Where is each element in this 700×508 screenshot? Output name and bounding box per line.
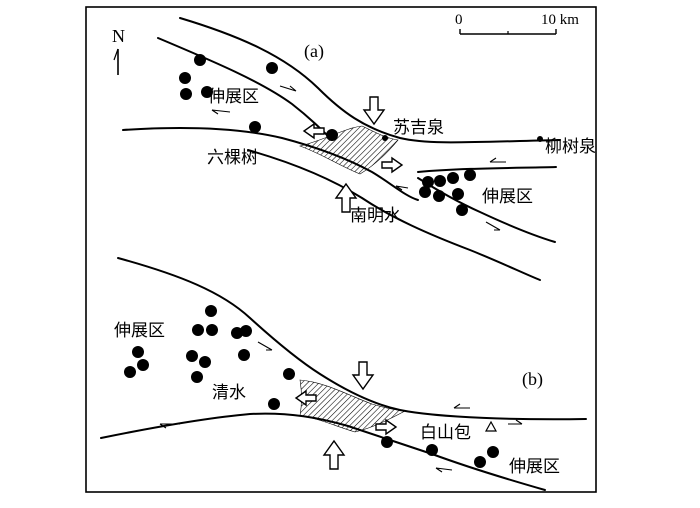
- dot-a-right-5: [419, 186, 431, 198]
- shear-arrow-b-1: [257, 341, 273, 351]
- dot-b-left-12: [238, 349, 250, 361]
- spring-marker-sujiquan: [382, 135, 388, 141]
- north-arrow: N: [112, 26, 125, 75]
- label-a-extension-right: 伸展区: [482, 187, 533, 207]
- dot-a-left-2: [179, 72, 191, 84]
- spring-marker-liushuquan: [537, 136, 543, 142]
- dot-a-right-4: [464, 169, 476, 181]
- hollow-arrow-b-right: [375, 418, 398, 436]
- label-a-liushuquan: 柳树泉: [545, 137, 596, 157]
- shear-arrow-b-4: [508, 419, 523, 425]
- dot-b-right-1: [381, 436, 393, 448]
- dot-a-right-6: [433, 190, 445, 202]
- fault-a-east-branch: [417, 166, 557, 173]
- dot-a-right-8: [456, 204, 468, 216]
- panel-b: (b): [100, 257, 587, 491]
- dot-a-right-1: [422, 176, 434, 188]
- fault-a-southeast: [417, 177, 556, 243]
- hatched-zone-b: [299, 379, 407, 433]
- shear-arrow-a-4: [485, 221, 501, 231]
- label-a-nanmingshui: 南明水: [350, 206, 401, 226]
- shear-arrow-a-1: [279, 85, 297, 92]
- north-label: N: [112, 26, 125, 46]
- label-b-qingshui: 清水: [212, 383, 246, 403]
- triangle-marker-baishanbao: [484, 420, 498, 432]
- dot-a-left-5: [266, 62, 278, 74]
- dot-a-right-7: [452, 188, 464, 200]
- dot-b-left-4: [231, 327, 243, 339]
- dot-a-left-7: [326, 129, 338, 141]
- scale-bar: 0 10 km: [455, 12, 579, 35]
- hollow-arrow-a-left: [302, 122, 325, 140]
- dot-b-left-3: [206, 324, 218, 336]
- hollow-arrow-a-up: [334, 182, 358, 213]
- dot-a-left-6: [249, 121, 261, 133]
- dot-b-right-4: [474, 456, 486, 468]
- hollow-arrow-a-down: [362, 96, 386, 126]
- dot-b-left-2: [192, 324, 204, 336]
- fault-a-south-outer: [247, 149, 541, 281]
- panel-b-label: (b): [522, 369, 543, 390]
- fault-a-north-outer: [179, 17, 561, 144]
- fault-b-north: [117, 257, 587, 421]
- scale-zero-label: 0: [455, 12, 463, 28]
- hatched-zone-a: [298, 125, 399, 175]
- hollow-arrow-b-up: [322, 439, 346, 470]
- dot-b-left-6: [132, 346, 144, 358]
- dot-b-left-8: [124, 366, 136, 378]
- label-b-baishanbao: 白山包: [420, 423, 471, 443]
- dot-b-left-10: [199, 356, 211, 368]
- dot-b-left-5: [240, 325, 252, 337]
- label-a-liukeshu: 六棵树: [207, 148, 258, 168]
- shear-arrow-a-3: [489, 157, 506, 163]
- dot-b-left-1: [205, 305, 217, 317]
- dot-b-left-9: [186, 350, 198, 362]
- dot-b-left-13: [283, 368, 295, 380]
- figure-frame: [85, 6, 597, 493]
- dot-a-left-4: [201, 86, 213, 98]
- scale-max-label: 10 km: [541, 12, 579, 28]
- fault-b-south: [100, 412, 546, 491]
- panel-a: (a): [122, 17, 596, 281]
- shear-arrow-a-5: [395, 185, 409, 191]
- panel-a-label: (a): [304, 41, 324, 62]
- dot-b-right-3: [487, 446, 499, 458]
- label-a-sujiquan: 苏吉泉: [393, 118, 444, 138]
- hollow-arrow-a-right: [381, 156, 404, 174]
- dot-a-left-3: [180, 88, 192, 100]
- shear-arrow-b-5: [435, 467, 453, 473]
- shear-arrow-a-2: [211, 109, 231, 115]
- dot-b-left-14: [268, 398, 280, 410]
- label-b-extension-right: 伸展区: [509, 457, 560, 477]
- label-a-extension-left: 伸展区: [208, 87, 259, 107]
- shear-arrow-b-2: [159, 423, 180, 429]
- dot-b-left-7: [137, 359, 149, 371]
- dot-a-left-1: [194, 54, 206, 66]
- label-b-extension-left: 伸展区: [114, 321, 165, 341]
- dot-a-right-3: [447, 172, 459, 184]
- dot-b-right-2: [426, 444, 438, 456]
- hollow-arrow-b-left: [294, 389, 317, 407]
- dot-a-right-2: [434, 175, 446, 187]
- hollow-arrow-b-down: [351, 361, 375, 391]
- dot-b-left-11: [191, 371, 203, 383]
- shear-arrow-b-3: [453, 403, 470, 409]
